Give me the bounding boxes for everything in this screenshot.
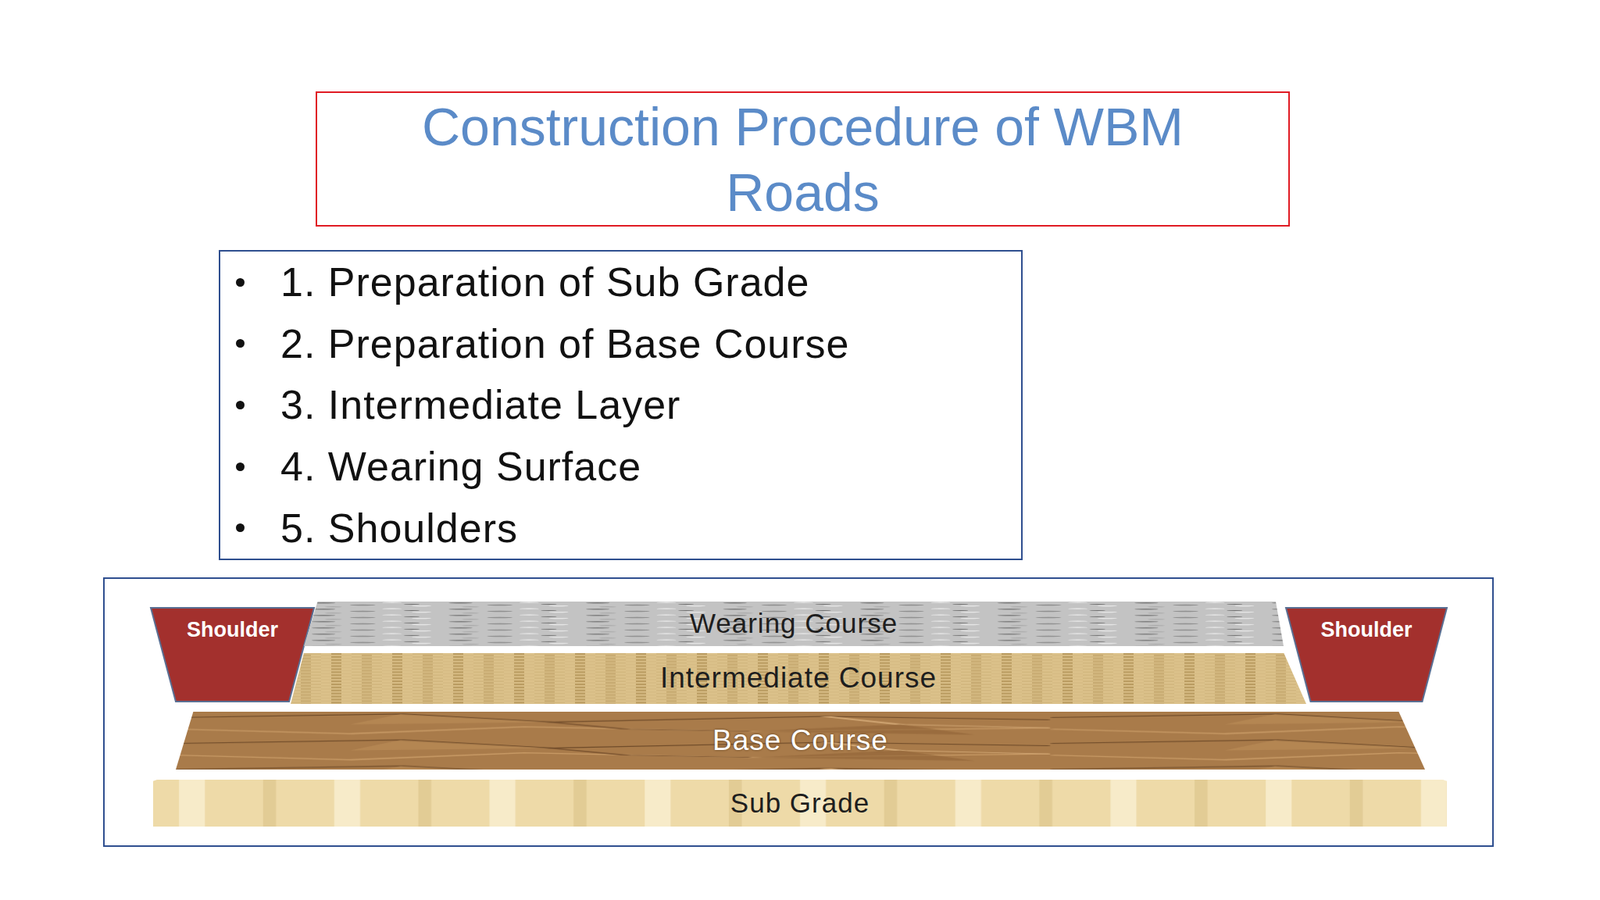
layer-label: Shoulder	[186, 618, 279, 643]
base-course-band: Base Course	[175, 711, 1425, 770]
layer-label: Wearing Course	[689, 608, 898, 640]
list-item: 3. Intermediate Layer	[280, 381, 681, 429]
layer-label: Shoulder	[1320, 618, 1412, 643]
shoulder-band: Shoulder	[1285, 607, 1447, 702]
layer-label: Intermediate Course	[660, 662, 937, 695]
wearing-course-band: Wearing Course	[303, 601, 1284, 647]
list-item: 5. Shoulders	[280, 504, 518, 552]
layer-label: Sub Grade	[730, 788, 870, 819]
bullet-dot	[235, 462, 245, 472]
bullet-dot	[235, 523, 245, 533]
title-frame	[316, 92, 1290, 226]
sub-grade-band: Sub Grade	[153, 779, 1447, 827]
shoulder-band: Shoulder	[150, 607, 315, 702]
intermediate-course-band: Intermediate Course	[290, 653, 1307, 704]
list-item: 1. Preparation of Sub Grade	[280, 258, 810, 306]
diagram-frame	[103, 578, 1493, 847]
bullet-dot	[235, 400, 245, 410]
list-item: 4. Wearing Surface	[280, 442, 642, 490]
title-text: Construction Procedure of WBM Roads	[392, 93, 1214, 225]
procedure-list: 1. Preparation of Sub Grade 2. Preparatio…	[218, 250, 1023, 561]
bullet-dot	[235, 339, 245, 348]
list-item: 2. Preparation of Base Course	[280, 320, 850, 368]
layer-label: Base Course	[712, 725, 889, 758]
bullet-dot	[235, 278, 245, 287]
